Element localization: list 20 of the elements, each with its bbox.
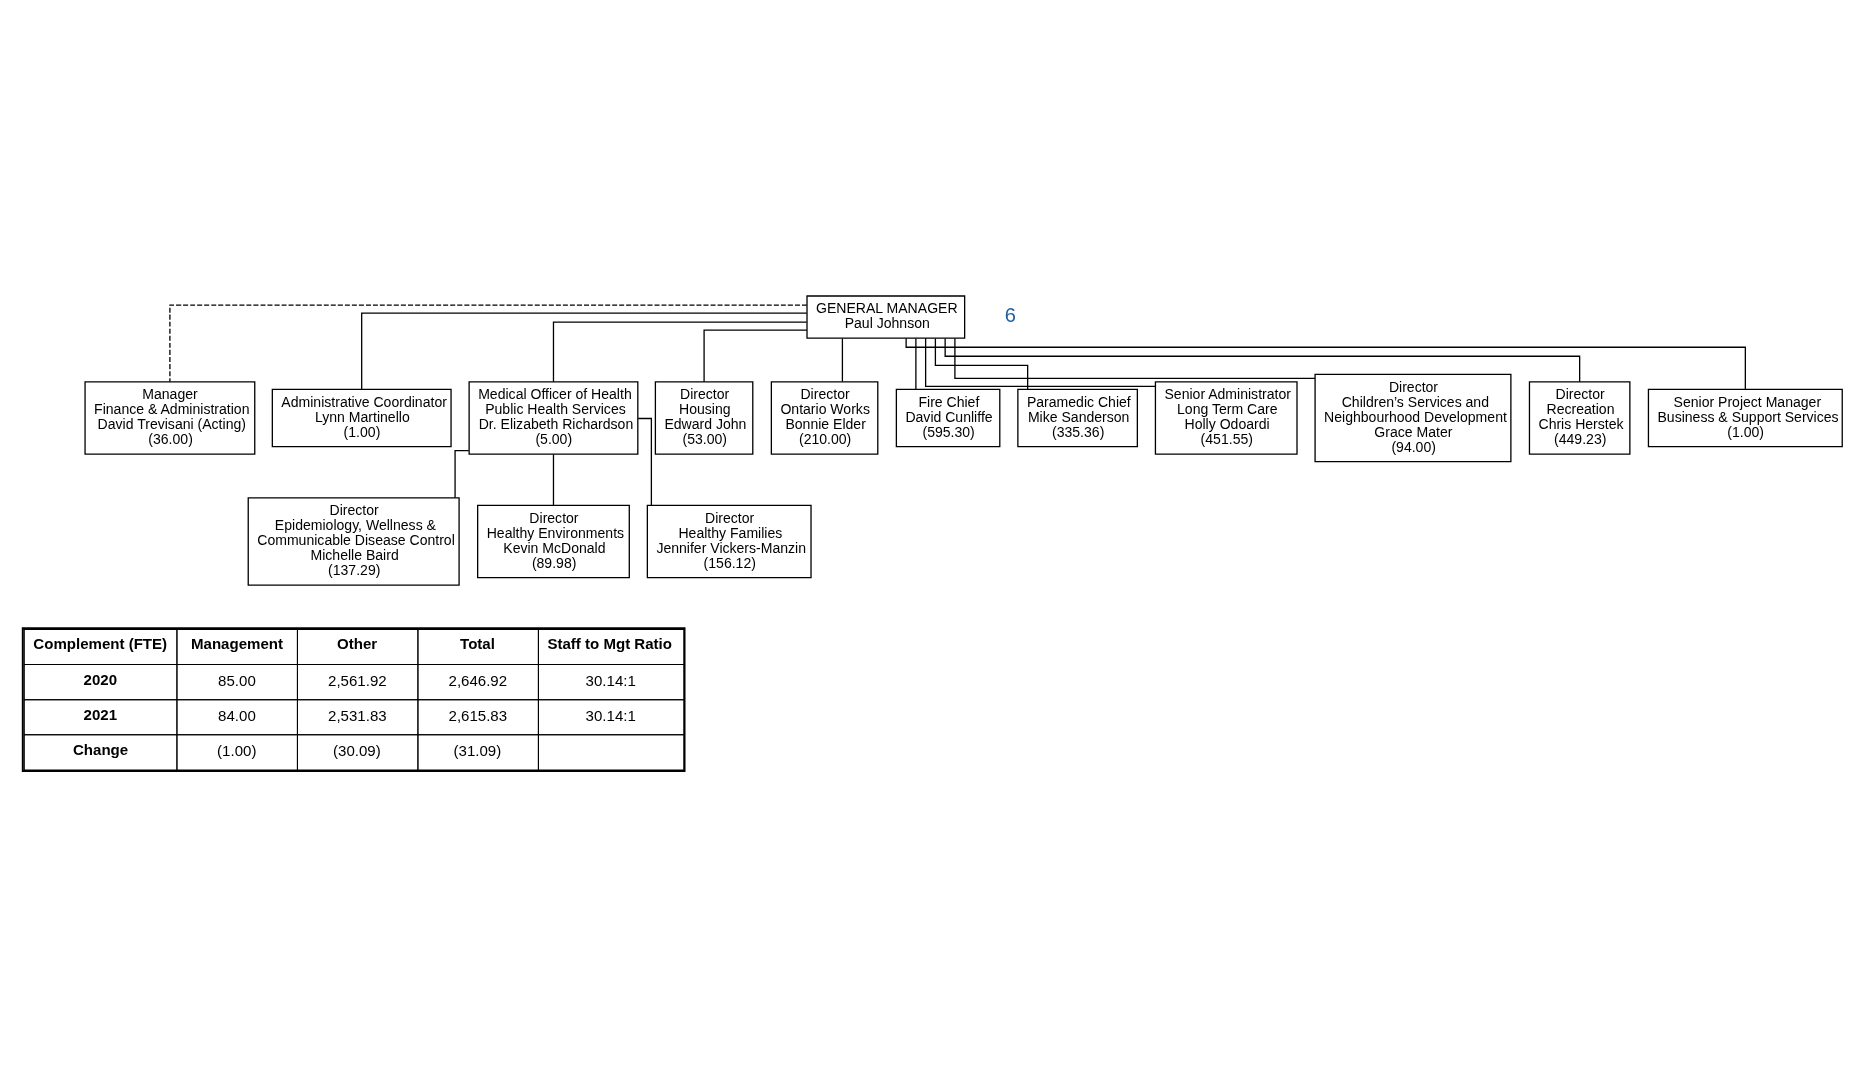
label: 6: [1004, 303, 1016, 326]
label: Complement (FTE): [33, 634, 168, 652]
label: 2,646.92: [448, 671, 508, 689]
label: Staff to Mgt Ratio: [547, 634, 672, 652]
label: Change: [73, 740, 129, 758]
label: 2021: [83, 705, 118, 723]
label: 30.14:1: [585, 671, 636, 689]
label: 84.00: [218, 706, 256, 724]
label: Management: [190, 634, 283, 652]
label: Other: [337, 634, 378, 652]
label: (31.09): [453, 741, 502, 759]
label: 85.00: [218, 671, 256, 689]
label: 2,615.83: [448, 706, 508, 724]
label: 2,561.92: [328, 671, 387, 689]
label: (1.00): [217, 741, 257, 759]
label: 2020: [83, 670, 118, 688]
label: Total: [460, 634, 495, 652]
label: (30.09): [333, 741, 381, 759]
label: 2,531.83: [328, 706, 387, 724]
label: 30.14:1: [585, 706, 636, 724]
